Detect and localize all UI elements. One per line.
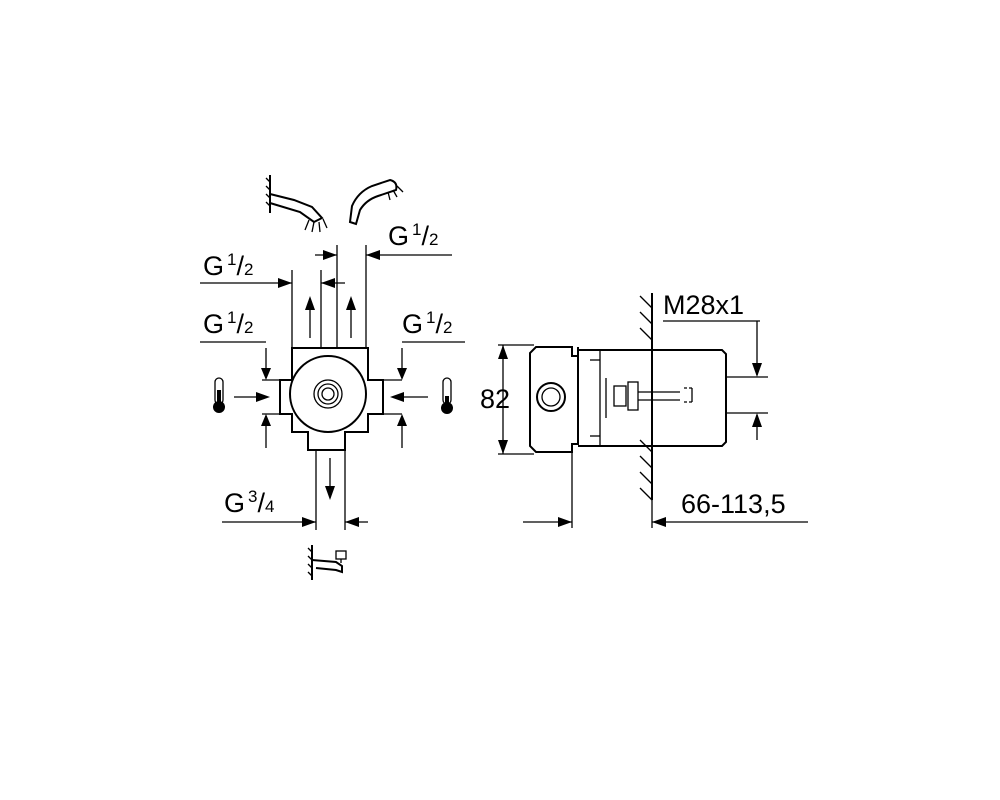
dim-top-right [315, 250, 452, 260]
side-view: 82 M28x1 66-113,5 [480, 290, 808, 528]
dim-bottom [222, 517, 368, 527]
dim-thread [663, 320, 768, 440]
shower-head-icon [265, 175, 328, 233]
dim-depth [523, 452, 808, 528]
label-thread-m28x1: M28x1 [663, 290, 744, 320]
dim-top-left [200, 278, 345, 288]
thermometer-icon-left [213, 377, 225, 413]
bottom-outlet [315, 450, 346, 530]
side-body [529, 346, 727, 453]
wall [639, 293, 653, 501]
right-inlet [383, 348, 428, 448]
valve-body [279, 347, 384, 451]
thermometer-icon-right [441, 377, 453, 414]
bath-spout-icon [307, 545, 347, 580]
label-height-82: 82 [480, 384, 510, 414]
left-inlet [234, 348, 280, 448]
label-depth-66-113-5: 66-113,5 [681, 489, 786, 519]
hand-shower-icon [348, 178, 404, 226]
top-outlets [291, 245, 367, 348]
dim-height [498, 344, 534, 455]
